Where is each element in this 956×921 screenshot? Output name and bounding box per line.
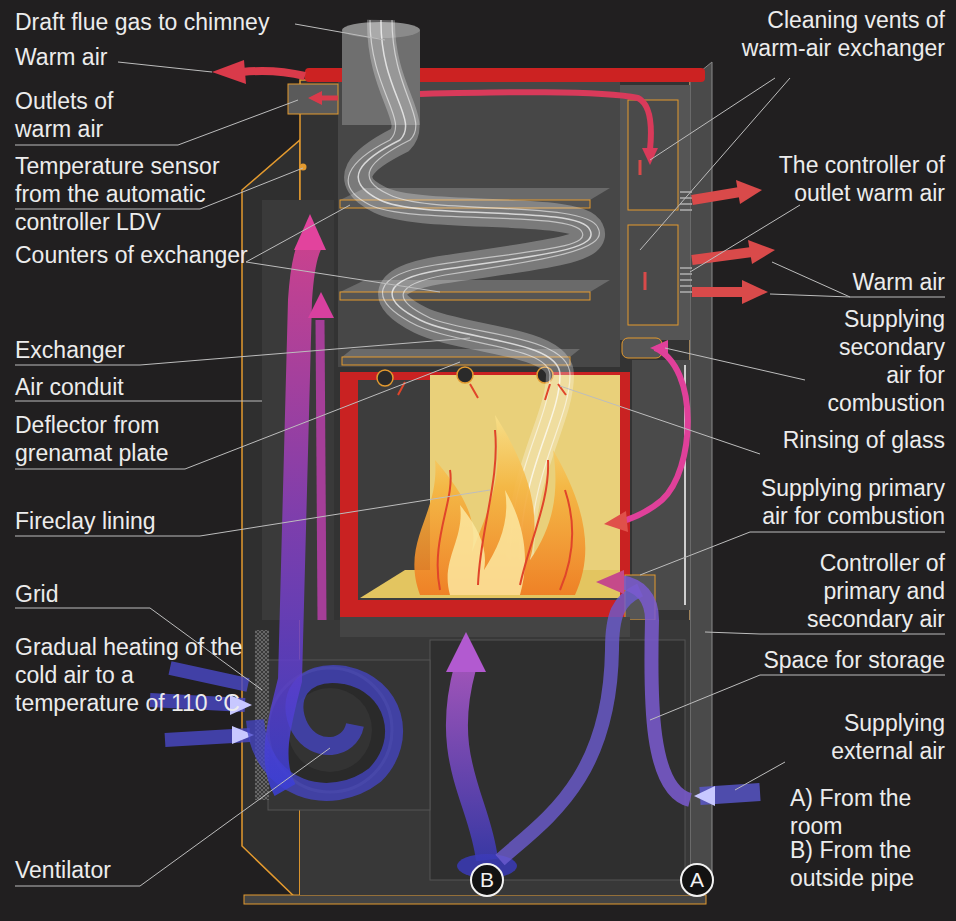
leader-lines-part bbox=[15, 362, 460, 469]
callout-label: Ventilator bbox=[15, 856, 111, 884]
leader-lines-part bbox=[560, 386, 760, 454]
leader-lines-part bbox=[15, 401, 262, 402]
air-flow-arrows-part bbox=[276, 245, 310, 790]
exchanger-chamber-part bbox=[628, 100, 678, 210]
callout-label: Deflector from grenamat plate bbox=[15, 411, 180, 467]
warm-air-arrows-part bbox=[242, 71, 305, 76]
callout-label: Supplying primary air for combustion bbox=[745, 474, 945, 530]
callout-label: Counters of exchanger bbox=[15, 241, 248, 269]
firebox bbox=[340, 338, 690, 620]
exchanger-chamber-part bbox=[340, 292, 590, 300]
leader-lines-part bbox=[640, 78, 790, 250]
callout-label: Grid bbox=[15, 580, 58, 608]
air-flow-arrows-part bbox=[596, 570, 624, 594]
warm-air-arrows-part bbox=[212, 60, 246, 84]
lower-compartment bbox=[255, 617, 690, 895]
callout-label: Warm air bbox=[15, 43, 107, 71]
air-flow-arrows-part bbox=[446, 632, 486, 672]
air-flow-arrows-part bbox=[620, 582, 690, 800]
leader-lines-part bbox=[15, 490, 490, 536]
leader-lines bbox=[15, 24, 945, 886]
callout-label: Temperature sensor from the automatic co… bbox=[15, 152, 247, 236]
warm-air-arrows-part bbox=[398, 382, 566, 400]
air-flow-arrows-part bbox=[694, 786, 715, 806]
marker-letter: A bbox=[690, 868, 704, 892]
air-flow-arrows-part bbox=[320, 320, 322, 620]
callout-label: Space for storage bbox=[763, 646, 945, 674]
callout-label: The controller of outlet warm air bbox=[765, 151, 945, 207]
marker-letter: B bbox=[480, 868, 494, 892]
chimney-and-top-part bbox=[288, 84, 338, 114]
stove-casing-part bbox=[690, 62, 712, 902]
warm-air-arrows-part bbox=[742, 280, 768, 304]
callout-label: Controller of primary and secondary air bbox=[790, 549, 945, 633]
warm-air-arrows-part bbox=[420, 92, 651, 150]
callout-label: B) From the outside pipe bbox=[790, 836, 925, 892]
leader-lines-part bbox=[705, 632, 945, 634]
callout-label: Gradual heating of the cold air to a tem… bbox=[15, 633, 250, 717]
lower-compartment-part bbox=[340, 617, 630, 637]
warm-air-arrows-part bbox=[308, 91, 322, 105]
stove-casing-part bbox=[244, 895, 706, 904]
warm-air-arrows bbox=[212, 60, 775, 400]
callout-label: Supplying external air bbox=[820, 709, 945, 765]
callout-label: Outlets of warm air bbox=[15, 87, 125, 143]
air-flow-arrows-part bbox=[457, 668, 487, 860]
firebox-part bbox=[340, 372, 630, 617]
leader-lines-part bbox=[295, 24, 385, 40]
leader-lines-part bbox=[735, 762, 785, 790]
exchanger-chamber-part bbox=[620, 85, 690, 340]
callout-label: A) From the room bbox=[790, 784, 925, 840]
leader-lines-part bbox=[118, 62, 212, 72]
leader-lines-part bbox=[770, 262, 945, 297]
warm-air-arrows-part bbox=[736, 180, 762, 204]
leader-lines-part bbox=[690, 205, 800, 272]
air-flow-arrows bbox=[150, 214, 760, 878]
warm-air-arrows-part bbox=[692, 192, 752, 292]
warm-air-arrows-part bbox=[640, 160, 645, 290]
exchanger-chamber-part bbox=[680, 192, 692, 292]
stove-casing bbox=[242, 62, 712, 904]
leader-lines-part bbox=[665, 348, 805, 380]
callout-label: Fireclay lining bbox=[15, 507, 156, 535]
air-flow-arrows-part bbox=[500, 590, 640, 860]
flames-part bbox=[414, 415, 585, 595]
air-flow-arrows-part bbox=[294, 214, 326, 250]
air-flow-arrows-part bbox=[308, 292, 334, 318]
circle-marker: A bbox=[680, 863, 714, 897]
warm-air-arrows-part bbox=[748, 240, 775, 264]
flames bbox=[414, 415, 585, 595]
chimney-and-top bbox=[288, 22, 705, 171]
flames-part bbox=[438, 430, 572, 590]
air-flow-arrows-part bbox=[620, 348, 688, 522]
callout-label: Warm air bbox=[853, 268, 945, 296]
callout-label: Exchanger bbox=[15, 336, 125, 364]
exchanger-chamber-part bbox=[628, 225, 678, 325]
firebox-part bbox=[377, 370, 393, 386]
leader-lines-part bbox=[246, 205, 440, 292]
firebox-part bbox=[632, 360, 690, 610]
leader-lines-part bbox=[15, 748, 330, 886]
callout-label: Air conduit bbox=[15, 373, 124, 401]
callout-label: Cleaning vents of warm-air exchanger bbox=[730, 6, 945, 62]
air-flow-arrows-part bbox=[604, 511, 628, 532]
callout-label: Draft flue gas to chimney bbox=[15, 8, 269, 36]
circle-marker: B bbox=[470, 863, 504, 897]
flames-part bbox=[448, 490, 525, 595]
callout-label: Supplying secondary air for combustion bbox=[820, 305, 945, 417]
firebox-part bbox=[457, 367, 473, 383]
callout-label: Rinsing of glass bbox=[783, 426, 945, 454]
